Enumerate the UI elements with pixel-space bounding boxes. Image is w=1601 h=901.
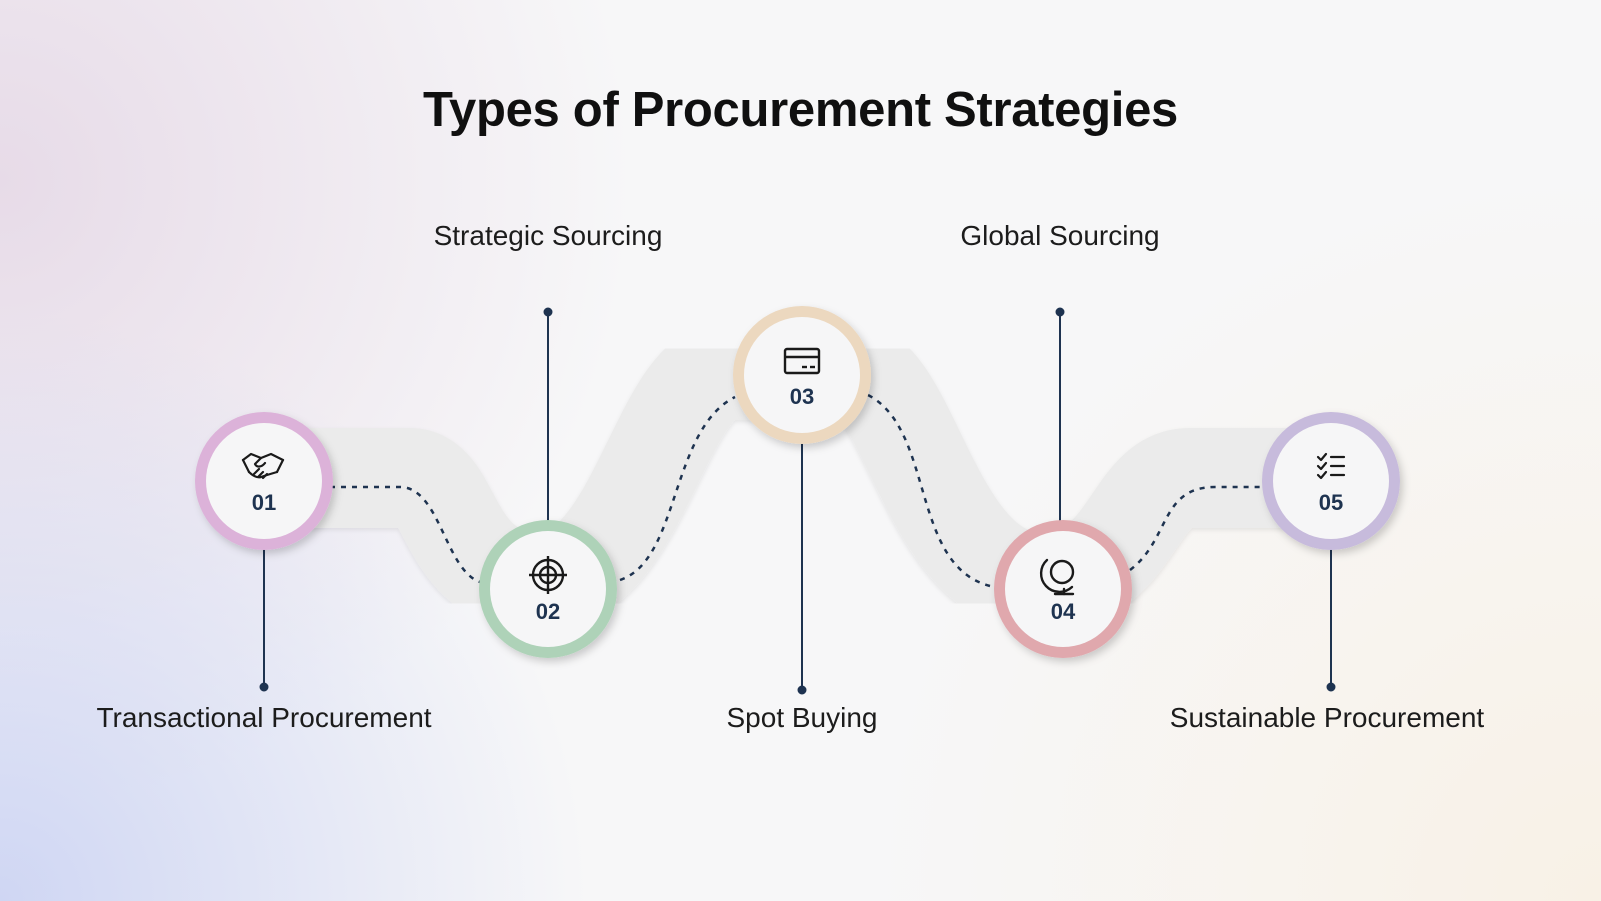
step-number-02: 02 (536, 599, 560, 624)
globe-icon (1039, 558, 1075, 596)
step-number-04: 04 (1051, 599, 1076, 624)
connector-02-03 (619, 395, 736, 582)
step-label-04: Global Sourcing (960, 220, 1160, 251)
step-node-01: 01 (195, 412, 333, 550)
step-node-02: 02 (479, 520, 617, 658)
step-node-03: 03 (733, 306, 871, 444)
handshake-icon (241, 452, 285, 480)
step-label-01: Transactional Procurement (96, 702, 432, 733)
step-node-04: 04 (994, 520, 1132, 658)
step-number-03: 03 (790, 384, 814, 409)
connector-04-05 (1129, 485, 1262, 571)
checklist-icon (1316, 452, 1346, 480)
target-icon (529, 556, 567, 594)
step-number-05: 05 (1319, 490, 1343, 515)
step-node-05: 05 (1262, 412, 1400, 550)
step-number-01: 01 (252, 490, 276, 515)
step-label-02: Strategic Sourcing (433, 220, 663, 251)
step-label-05: Sustainable Procurement (1169, 702, 1485, 733)
step-label-03: Spot Buying (726, 702, 878, 733)
credit-card-icon (783, 347, 821, 375)
page-title: Types of Procurement Strategies (423, 83, 1178, 137)
